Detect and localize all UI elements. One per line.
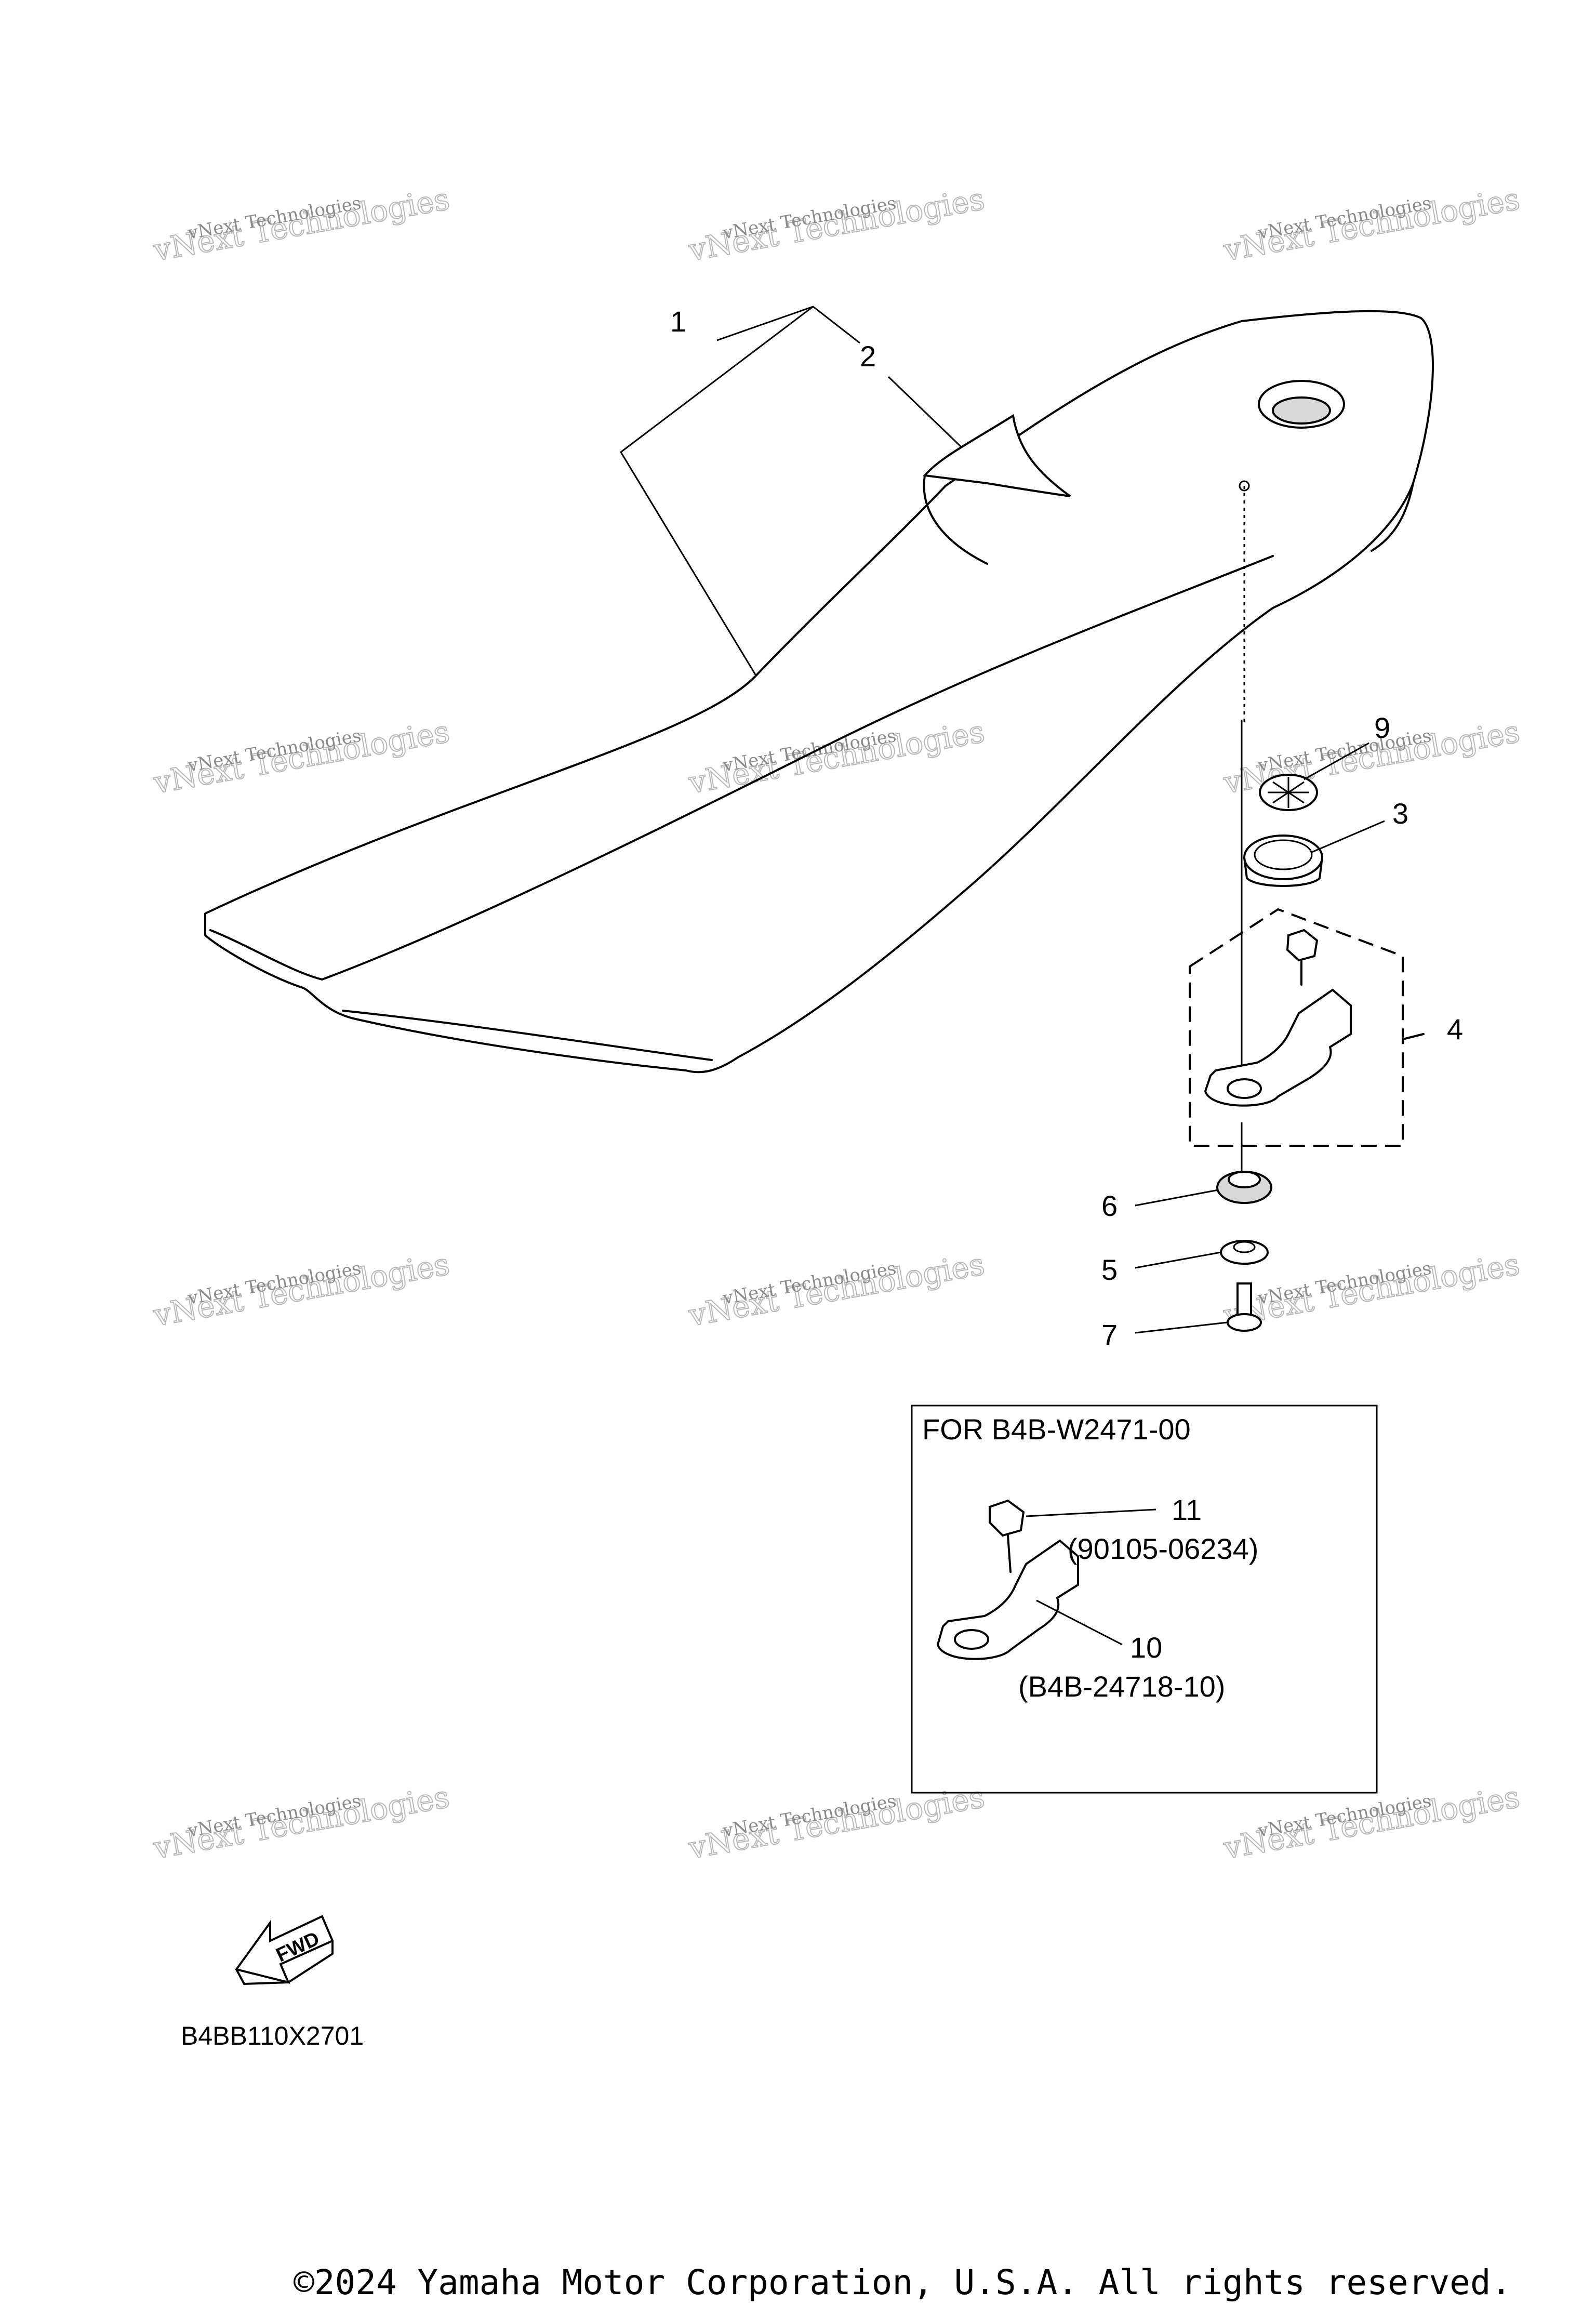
assembly-box-part-4 <box>1189 908 1404 1147</box>
bracket <box>1204 988 1352 1107</box>
inset-bolt-head <box>989 1499 1025 1537</box>
watermark: vNext Technologies vNext Technologies <box>685 1779 988 1866</box>
bracket-leader-4 <box>1402 1033 1425 1040</box>
seat-rear-curve <box>1371 482 1414 552</box>
copyright-notice: ©2024 Yamaha Motor Corporation, U.S.A. A… <box>294 2262 1511 2302</box>
callout-1: 1 <box>670 305 686 338</box>
diagram-code: B4BB110X2701 <box>181 2021 364 2050</box>
seat-top-outline <box>204 310 1434 1074</box>
seat-drawing <box>204 306 1434 1074</box>
bracket-hole <box>1227 1078 1262 1099</box>
grommet-part-3 <box>1243 835 1323 880</box>
watermark: vNext Technologies vNext Technologies <box>1220 1779 1523 1866</box>
watermark: vNext Technologies vNext Technologies <box>150 713 453 801</box>
callout-7: 7 <box>1101 1318 1118 1351</box>
grommet-side <box>1243 856 1323 887</box>
seat-cover-flap <box>923 414 1071 497</box>
inset-part-10-number: (B4B-24718-10) <box>1018 1670 1225 1703</box>
leader-7 <box>1135 1321 1228 1334</box>
fwd-arrow-depth <box>235 1940 334 1985</box>
grommet-inner <box>1254 839 1313 870</box>
callout-5: 5 <box>1101 1253 1118 1286</box>
callouts: 1 2 9 3 4 6 5 7 <box>670 305 1463 1351</box>
callout-10: 10 <box>1130 1631 1162 1664</box>
watermark: vNext Technologies vNext Technologies <box>685 1246 988 1334</box>
fastener-stack <box>1135 480 1425 1334</box>
watermark: vNext Technologies vNext Technologies <box>1220 181 1523 269</box>
leader-2 <box>887 376 962 448</box>
inset-box: FOR B4B-W2471-00 11 (90105-06234) 10 (B4… <box>911 1405 1378 1794</box>
watermark: vNext Technologies vNext Technologies <box>150 1246 453 1334</box>
collar-part-5-inner <box>1233 1241 1256 1253</box>
grommet-part-6-top <box>1228 1171 1261 1188</box>
inset-bracket-hole <box>954 1629 989 1650</box>
leader-5 <box>1135 1251 1221 1269</box>
fwd-arrow-shape <box>234 1915 334 1984</box>
watermark: vNext Technologies vNext Technologies <box>685 181 988 269</box>
seat-side-crease <box>209 555 1274 981</box>
leader-6 <box>1135 1189 1219 1207</box>
callout-11: 11 <box>1172 1493 1202 1526</box>
inset-title: FOR B4B-W2471-00 <box>922 1413 1191 1446</box>
seat-lower-edge <box>342 1010 713 1061</box>
inset-frame <box>911 1405 1378 1794</box>
seat-hole-inner <box>1272 396 1331 425</box>
inset-part-11-number: (90105-06234) <box>1068 1532 1258 1565</box>
callout-4: 4 <box>1447 1013 1463 1045</box>
axis-top-mark <box>1239 480 1250 492</box>
leader-1 <box>620 306 814 676</box>
watermark: vNext Technologies vNext Technologies <box>685 713 988 801</box>
emblem-pattern <box>1268 777 1309 808</box>
callout-6: 6 <box>1101 1189 1118 1222</box>
screw-part-7-head <box>1227 1313 1262 1332</box>
leader-9 <box>1304 742 1369 780</box>
watermark: vNext Technologies vNext Technologies <box>150 1779 453 1866</box>
leader-1-top <box>716 306 860 344</box>
callout-2: 2 <box>860 340 876 373</box>
bolt-head <box>1286 929 1319 962</box>
seat-cover-flap-curl <box>923 474 988 565</box>
inset-bolt-shank <box>1007 1534 1012 1573</box>
callout-9: 9 <box>1374 711 1390 744</box>
leader-3 <box>1311 820 1385 853</box>
callout-3: 3 <box>1392 797 1408 830</box>
inset-leader-11 <box>1026 1508 1156 1517</box>
fwd-arrow: FWD <box>234 1915 334 1985</box>
inset-leader-10 <box>1036 1599 1123 1646</box>
watermark: vNext Technologies vNext Technologies <box>150 181 453 269</box>
